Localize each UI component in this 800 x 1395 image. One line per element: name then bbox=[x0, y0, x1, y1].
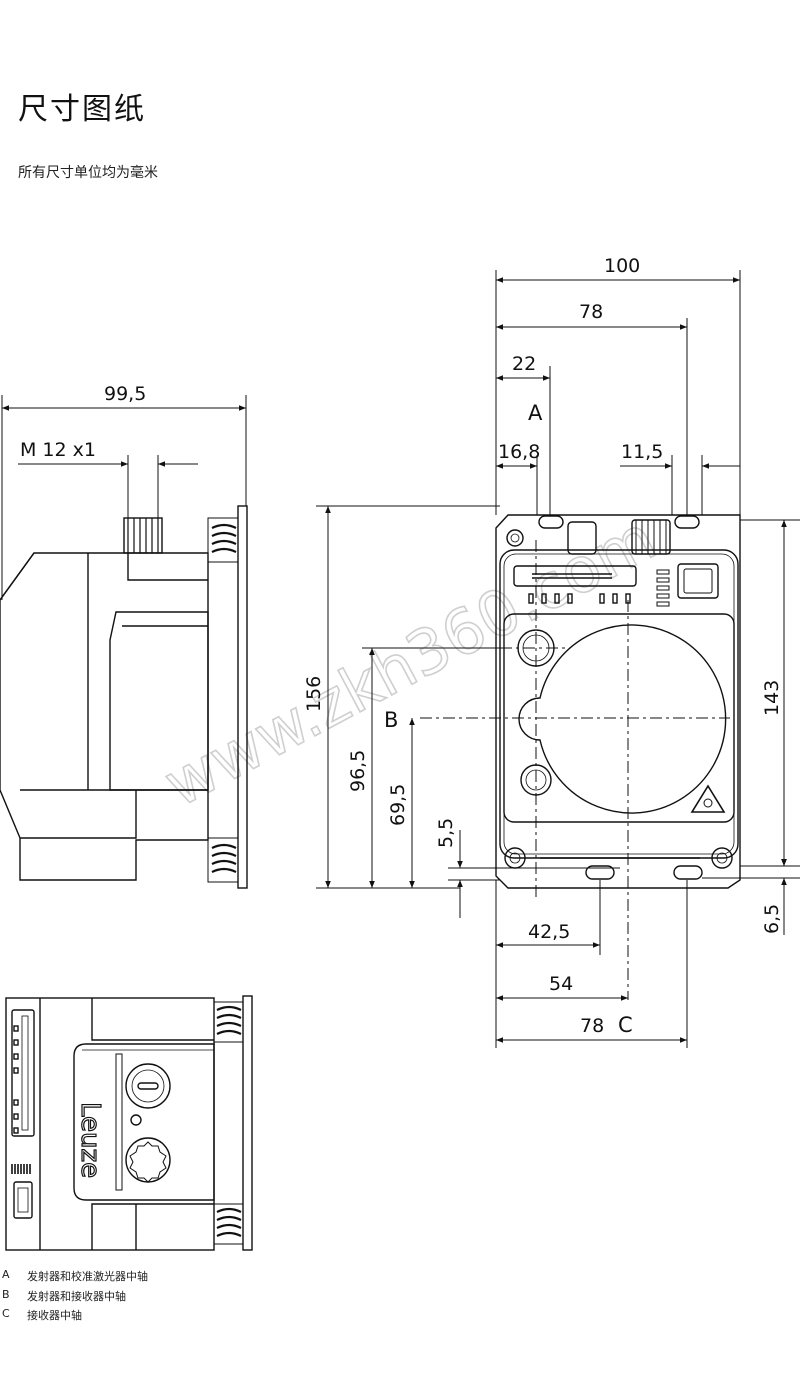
spring-bottom-view-bottom bbox=[213, 1203, 244, 1245]
dim-top-16-8: 16,8 bbox=[498, 441, 540, 463]
dim-top-22: 22 bbox=[512, 353, 536, 375]
legend-text: 发射器和校准激光器中轴 bbox=[27, 1270, 148, 1283]
legend-text: 发射器和接收器中轴 bbox=[27, 1289, 126, 1303]
dim-6-5: 6,5 bbox=[761, 904, 783, 934]
spring-top bbox=[207, 517, 239, 563]
legend-key: C bbox=[2, 1307, 10, 1320]
side-dimensions bbox=[1, 395, 247, 600]
label-c: C bbox=[618, 1013, 633, 1037]
dim-bottom-78: 78 bbox=[580, 1015, 604, 1037]
dim-width-99-5: 99,5 bbox=[104, 383, 146, 405]
spring-bottom-view-top bbox=[213, 1001, 244, 1043]
dim-top-78: 78 bbox=[579, 301, 603, 323]
brand-logo: Leuze bbox=[75, 1102, 105, 1178]
dim-5-5: 5,5 bbox=[435, 818, 457, 848]
side-view bbox=[0, 505, 248, 889]
legend-item-b: B 发射器和接收器中轴 bbox=[0, 1288, 400, 1308]
legend-item-a: A 发射器和校准激光器中轴 bbox=[0, 1268, 400, 1288]
page-subtitle: 所有尺寸单位均为毫米 bbox=[18, 165, 158, 181]
dim-top-11-5: 11,5 bbox=[621, 441, 663, 463]
label-a: A bbox=[528, 401, 543, 425]
dim-bottom-42-5: 42,5 bbox=[528, 921, 570, 943]
dim-thread-m12: M 12 x1 bbox=[20, 439, 96, 461]
bottom-view bbox=[5, 995, 253, 1251]
page-title: 尺寸图纸 bbox=[18, 92, 146, 127]
dim-height-69-5: 69,5 bbox=[387, 784, 409, 826]
legend-text: 接收器中轴 bbox=[27, 1309, 82, 1322]
spring-bottom bbox=[207, 837, 239, 883]
front-dimensions bbox=[316, 270, 800, 1048]
dim-143: 143 bbox=[761, 680, 783, 716]
dim-bottom-54: 54 bbox=[549, 973, 573, 995]
label-b: B bbox=[384, 708, 398, 732]
dim-height-156: 156 bbox=[303, 676, 325, 712]
dim-height-96-5: 96,5 bbox=[347, 750, 369, 792]
legend-key: A bbox=[2, 1268, 10, 1281]
legend-key: B bbox=[2, 1287, 10, 1301]
front-view bbox=[495, 514, 741, 889]
legend: A 发射器和校准激光器中轴 B 发射器和接收器中轴 C 接收器中轴 bbox=[0, 1268, 400, 1327]
dim-top-100: 100 bbox=[604, 255, 640, 277]
legend-item-c: C 接收器中轴 bbox=[0, 1307, 400, 1327]
center-axes bbox=[420, 540, 730, 1000]
